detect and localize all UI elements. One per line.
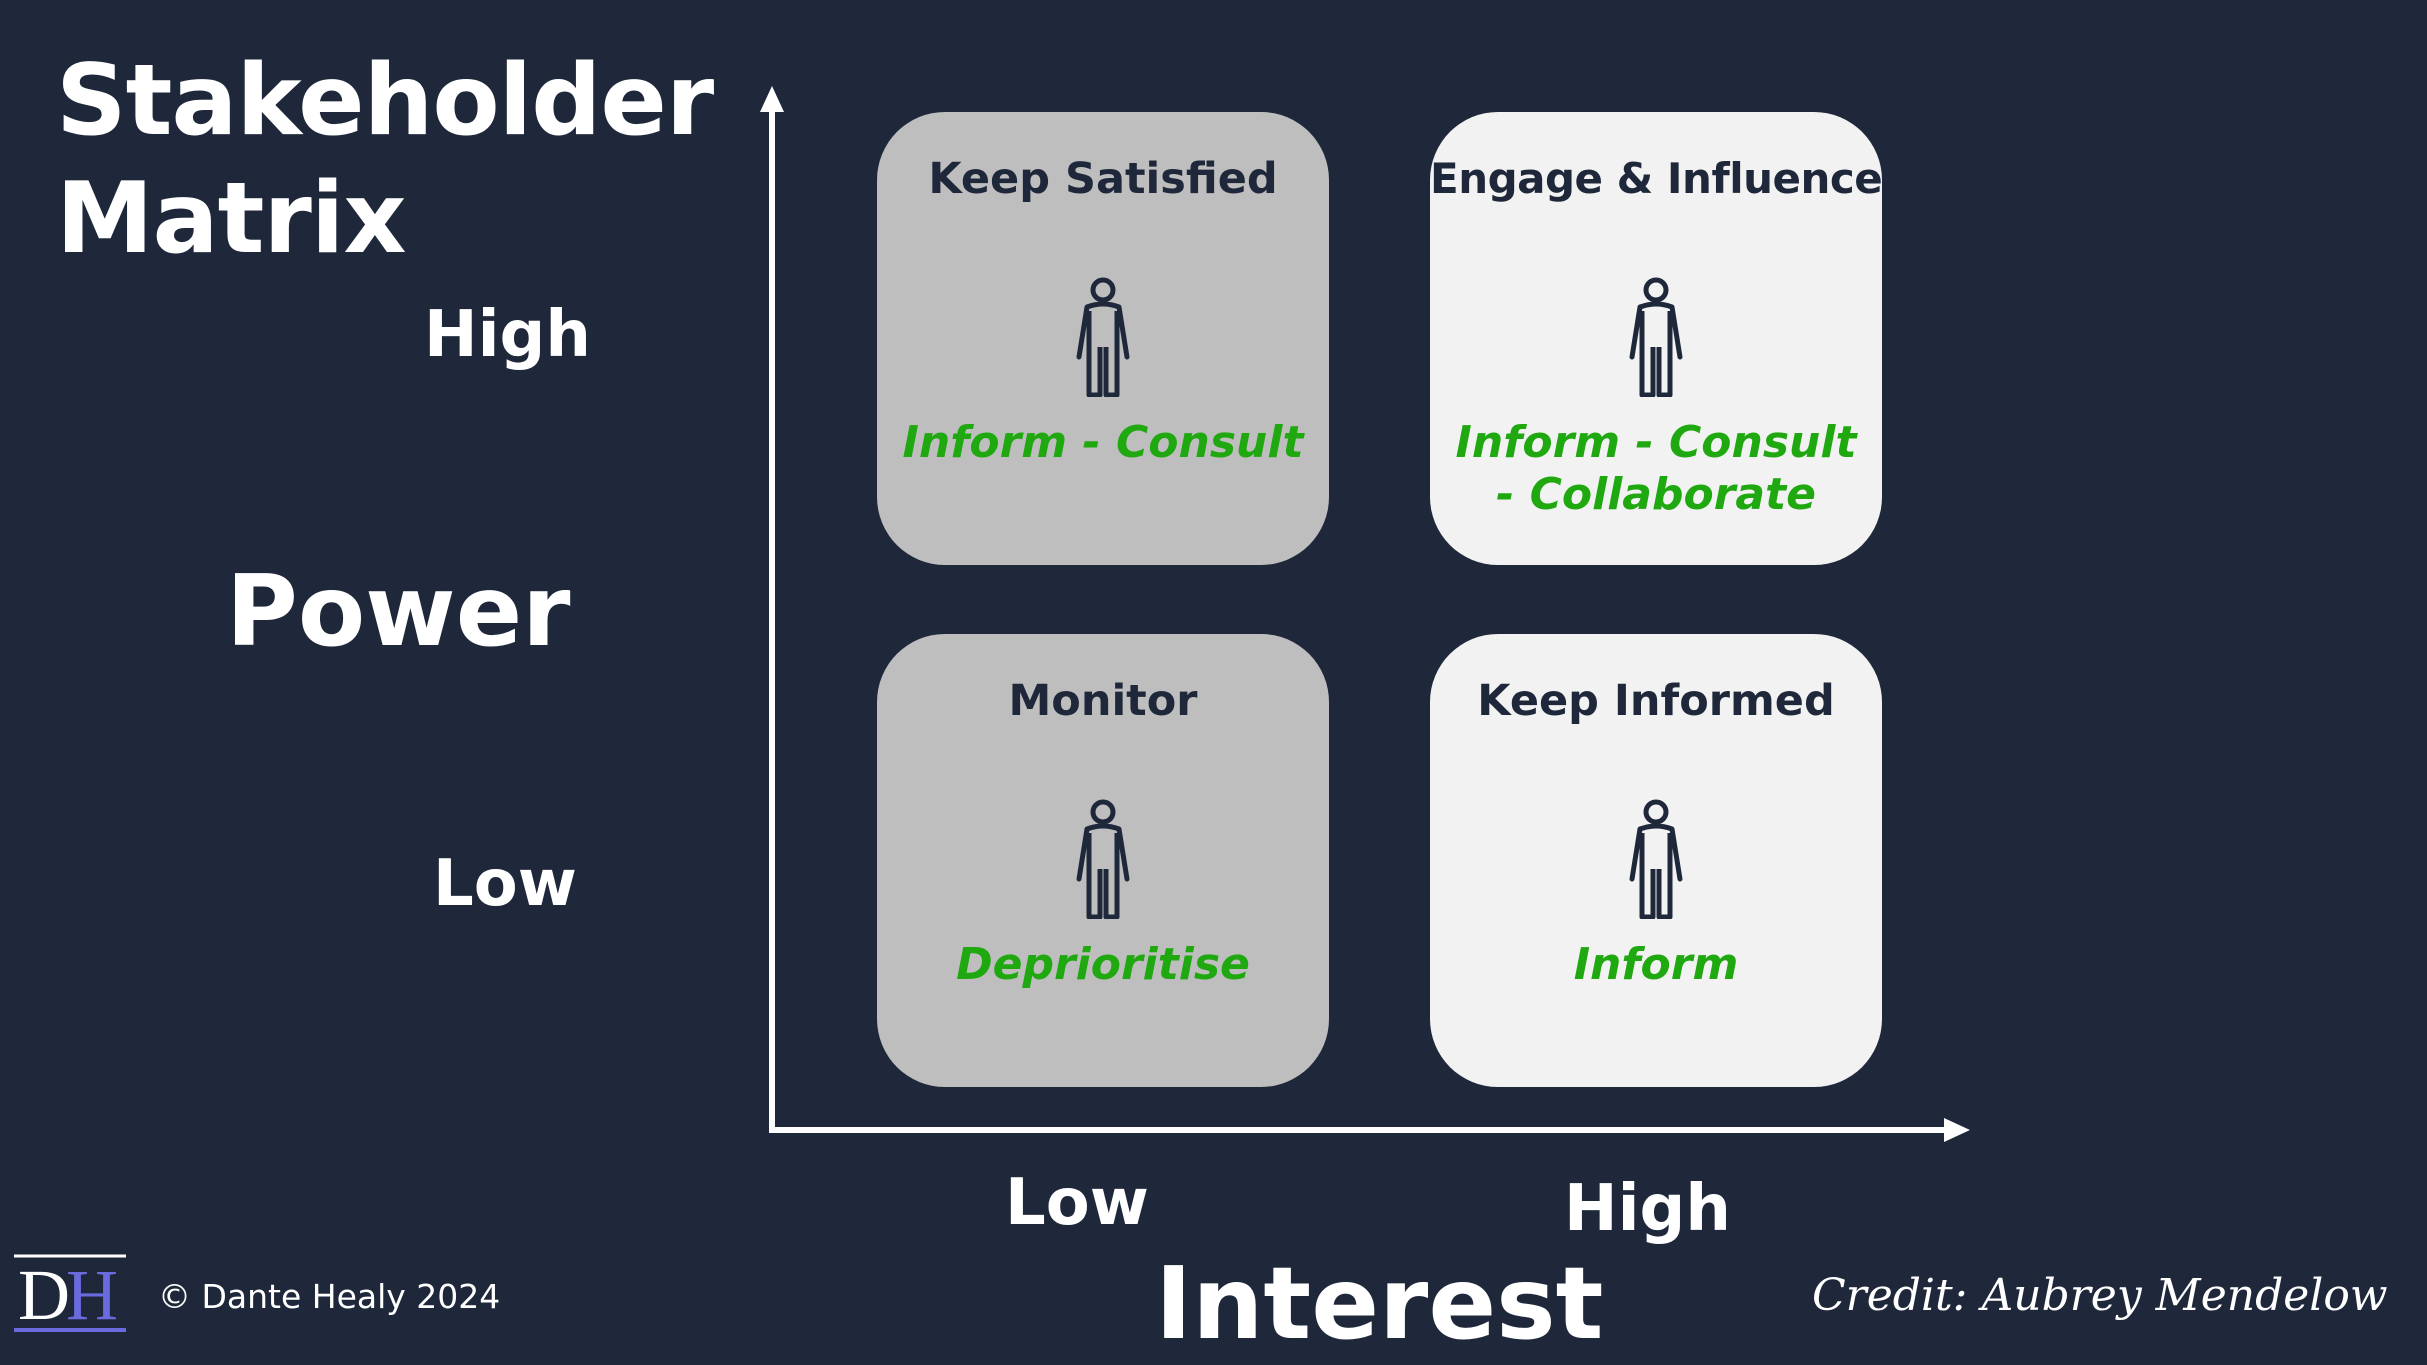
quadrant-title: Keep Informed [1477,676,1835,726]
quadrant-keep-informed: Keep Informed Inform [1430,634,1882,1087]
strategy-line-1: Inform - Consult [1455,417,1857,468]
quadrant-keep-satisfied: Keep Satisfied Inform - Consult [877,112,1329,565]
title-line-1: Stakeholder [56,44,714,158]
y-axis-low-label: Low [433,847,577,921]
y-axis-high-label: High [424,298,591,372]
x-axis-high-label: High [1564,1172,1731,1246]
copyright-text: © Dante Healy 2024 [158,1277,501,1316]
quadrant-strategy: Inform [1573,939,1739,990]
quadrant-title: Keep Satisfied [928,154,1278,204]
page-title: Stakeholder Matrix [56,42,776,278]
svg-text:H: H [66,1255,118,1333]
dh-logo: D H [14,1254,126,1333]
x-axis-arrowhead [1944,1118,1970,1142]
title-line-2: Matrix [56,162,407,276]
person-icon [1076,277,1130,397]
quadrant-engage-influence: Engage & Influence Inform - Consult - Co… [1430,112,1883,565]
person-icon [1076,799,1130,919]
person-icon [1629,799,1683,919]
credit-text: Credit: Aubrey Mendelow [1812,1270,2388,1321]
person-icon [1629,277,1683,397]
svg-text:D: D [18,1255,70,1333]
quadrant-strategy: Inform - Consult [902,417,1304,468]
quadrant-strategy: Deprioritise [956,939,1250,990]
y-axis-arrowhead [760,86,784,112]
y-axis-title: Power [226,555,571,669]
strategy-line-2: - Collaborate [1496,469,1816,520]
x-axis-low-label: Low [1005,1166,1149,1240]
quadrant-title: Monitor [1008,676,1198,726]
quadrant-strategy: Inform - Consult - Collaborate [1430,417,1882,521]
x-axis-title: Interest [1155,1245,1604,1362]
quadrant-title: Engage & Influence [1430,154,1883,203]
quadrant-monitor: Monitor Deprioritise [877,634,1329,1087]
